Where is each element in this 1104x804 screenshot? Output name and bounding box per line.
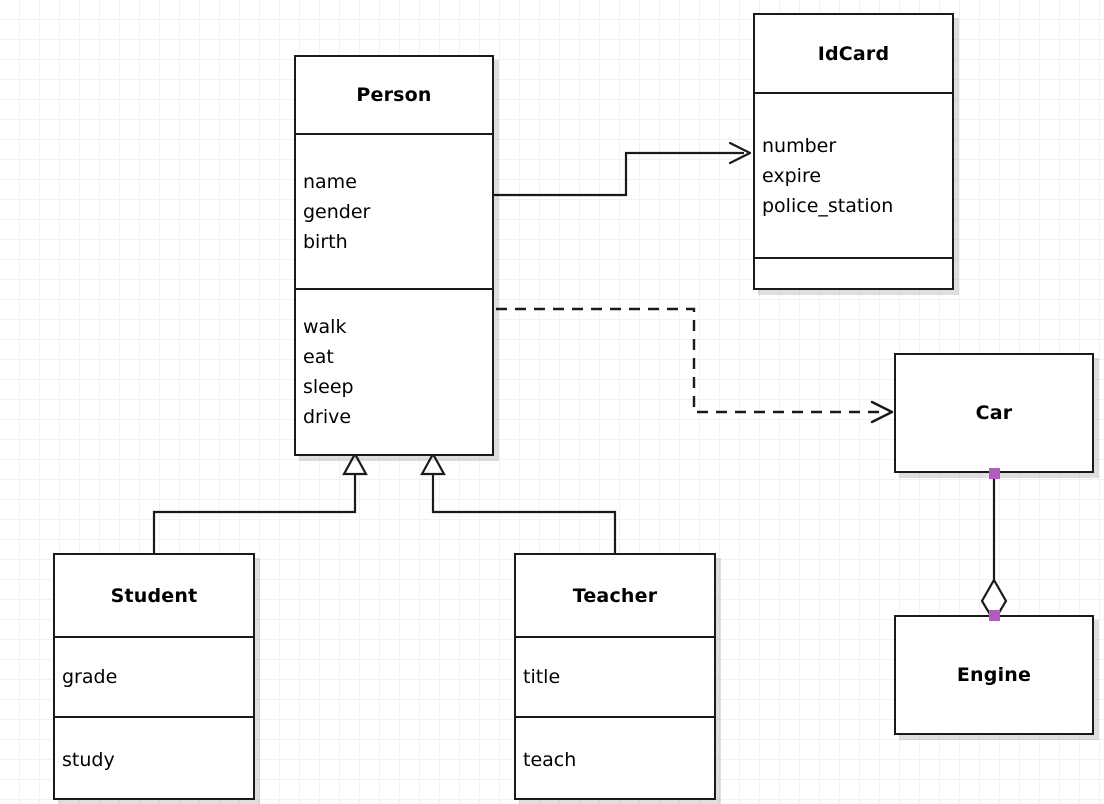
attributes-compartment-teacher: title: [516, 636, 714, 716]
hollow-triangle-arrowhead-icon: [420, 451, 446, 476]
attribute-item: gender: [303, 200, 371, 223]
class-name-car: Car: [975, 402, 1013, 424]
attribute-item: birth: [303, 230, 348, 253]
class-box-person[interactable]: Person name gender birth walk eat sleep …: [294, 55, 494, 456]
class-name-person: Person: [356, 84, 432, 106]
class-box-student[interactable]: Student grade study: [53, 553, 255, 800]
class-name-teacher: Teacher: [572, 584, 658, 607]
attribute-item: number: [762, 134, 837, 157]
class-box-engine[interactable]: Engine: [894, 615, 1094, 735]
relationship-person-car[interactable]: [496, 307, 894, 424]
hollow-triangle-arrowhead-icon: [342, 451, 368, 476]
attributes-compartment-idcard: number expire police_station: [755, 92, 952, 257]
class-name-engine: Engine: [956, 664, 1032, 686]
method-item: walk: [303, 316, 347, 338]
attribute-item: title: [523, 666, 561, 688]
class-box-idcard[interactable]: IdCard number expire police_station: [753, 13, 954, 290]
attribute-item: name: [303, 170, 357, 193]
attribute-item: expire: [762, 164, 822, 187]
method-item: study: [62, 749, 115, 771]
class-name-student: Student: [110, 584, 198, 607]
attribute-item: grade: [62, 666, 118, 688]
attributes-compartment-person: name gender birth: [296, 133, 492, 288]
methods-compartment-student: study: [55, 716, 253, 802]
class-name-idcard: IdCard: [817, 42, 890, 65]
methods-compartment-idcard: [755, 257, 952, 292]
method-item: teach: [523, 749, 577, 771]
class-box-car[interactable]: Car: [894, 353, 1094, 473]
attribute-item: police_station: [762, 194, 894, 217]
methods-compartment-teacher: teach: [516, 716, 714, 802]
class-box-teacher[interactable]: Teacher title teach: [514, 553, 716, 800]
relationship-car-engine[interactable]: [980, 475, 1008, 624]
relationship-teacher-person[interactable]: [420, 451, 617, 553]
attributes-compartment-student: grade: [55, 636, 253, 716]
open-arrowhead-icon: [870, 400, 894, 424]
method-item: sleep: [303, 376, 354, 398]
method-item: eat: [303, 346, 334, 368]
relationship-person-idcard[interactable]: [494, 141, 752, 197]
relationship-student-person[interactable]: [152, 451, 368, 553]
methods-compartment-person: walk eat sleep drive: [296, 288, 492, 454]
open-arrowhead-icon: [728, 141, 752, 165]
method-item: drive: [303, 406, 352, 428]
